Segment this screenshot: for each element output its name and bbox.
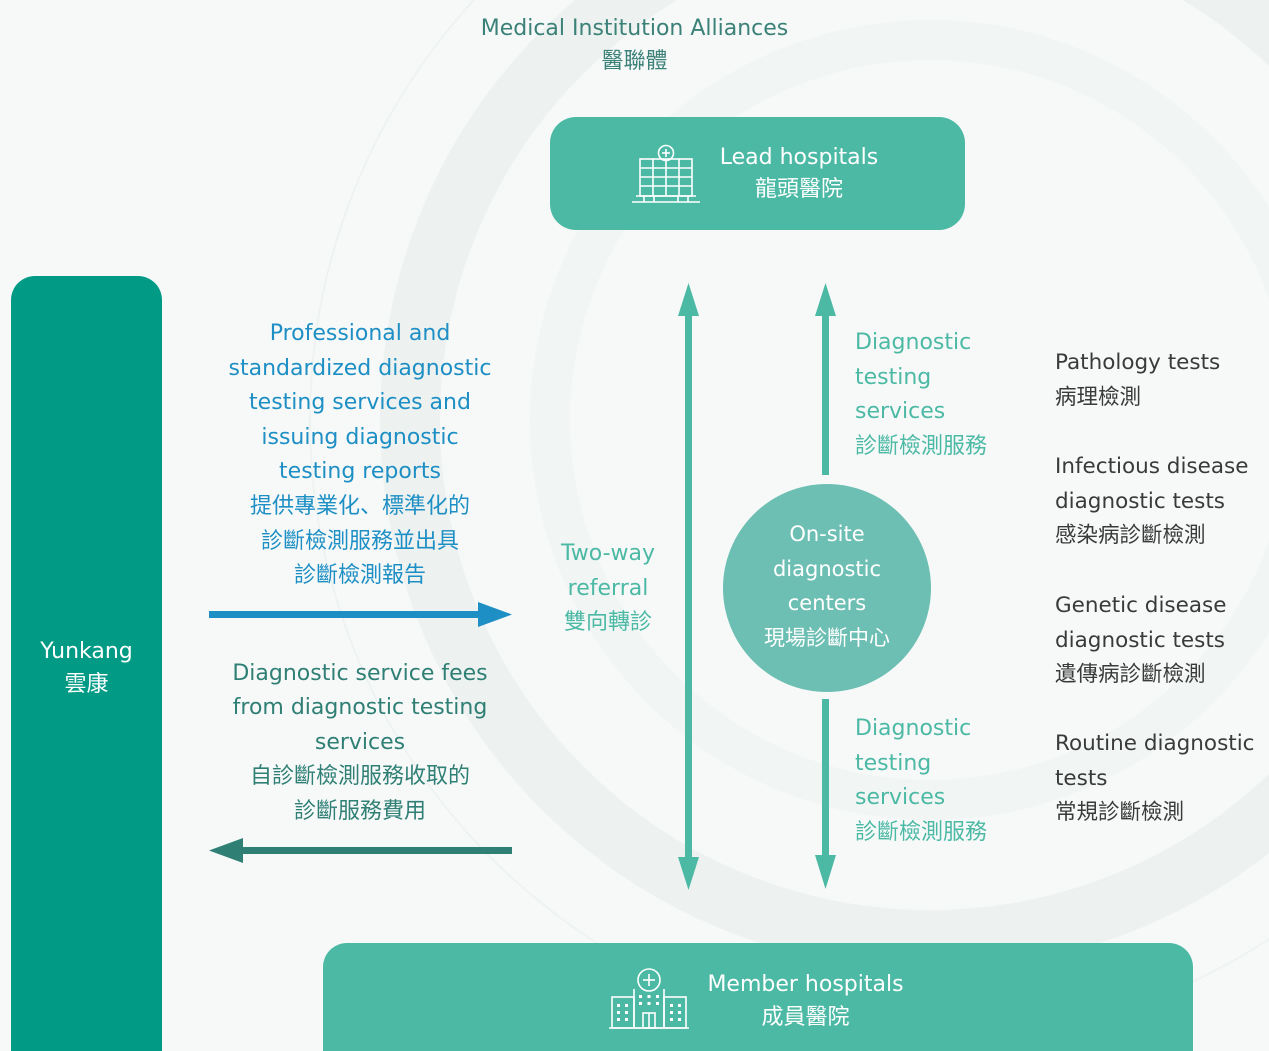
fees-arrow	[209, 838, 512, 863]
lower-service-arrow	[815, 699, 836, 889]
test-line: 遺傳病診斷檢測	[1055, 662, 1206, 687]
lead-hospitals-label-zh: 龍頭醫院	[754, 177, 843, 202]
test-line: 常規診斷檢測	[1055, 800, 1185, 825]
onsite-center-label: On-site diagnostic centers 現場診斷中心	[723, 517, 931, 655]
test-line: 感染病診斷檢測	[1055, 523, 1206, 548]
lead-hospitals-box: Lead hospitals 龍頭醫院	[550, 117, 965, 230]
test-item-routine: Routine diagnostic tests 常規診斷檢測	[1055, 727, 1269, 831]
lead-hospitals-label-en: Lead hospitals	[719, 145, 879, 170]
hospital-building-icon	[632, 144, 700, 203]
test-item-genetic: Genetic disease diagnostic tests 遺傳病診斷檢測	[1055, 589, 1269, 693]
lead-hospitals-label: Lead hospitals 龍頭醫院	[716, 142, 882, 206]
upper-services-label: Diagnostic testing services 診斷檢測服務	[855, 326, 1025, 464]
onsite-center-circle: On-site diagnostic centers 現場診斷中心	[723, 484, 931, 692]
services-line: standardized diagnostic	[228, 355, 492, 381]
test-line: Genetic disease	[1055, 593, 1227, 618]
member-hospitals-label-en: Member hospitals	[707, 972, 904, 997]
services-line: 診斷檢測報告	[293, 563, 426, 589]
referral-double-arrow	[678, 283, 699, 890]
lower-services-line: Diagnostic	[855, 716, 972, 741]
member-hospitals-label-zh: 成員醫院	[761, 1005, 850, 1030]
test-line: Pathology tests	[1055, 350, 1221, 375]
alliance-title-zh: 醫聯體	[601, 49, 668, 74]
onsite-line: diagnostic	[772, 556, 882, 581]
test-line: 病理檢測	[1055, 384, 1142, 410]
services-line: 診斷檢測服務並出具	[260, 528, 459, 554]
lower-services-line: testing	[855, 750, 932, 776]
member-hospitals-box: Member hospitals 成員醫院	[323, 943, 1193, 1051]
services-line: testing services and	[249, 390, 471, 416]
services-line: Professional and	[269, 321, 451, 346]
services-arrow	[209, 602, 512, 627]
member-hospitals-label: Member hospitals 成員醫院	[703, 968, 908, 1034]
yunkang-label-zh: 雲康	[64, 672, 109, 697]
fees-line: from diagnostic testing	[232, 695, 488, 721]
alliance-title-en: Medical Institution Alliances	[480, 16, 789, 41]
fees-flow-text: Diagnostic service fees from diagnostic …	[210, 657, 510, 829]
lower-services-line: 診斷檢測服務	[855, 819, 988, 845]
onsite-line: centers	[787, 591, 867, 615]
services-line: 提供專業化、標準化的	[249, 493, 470, 519]
upper-service-arrow	[815, 283, 836, 475]
upper-services-line: 診斷檢測服務	[855, 433, 988, 459]
onsite-line: On-site	[789, 522, 865, 546]
fees-line: 自診斷檢測服務收取的	[249, 764, 470, 790]
services-flow-text: Professional and standardized diagnostic…	[210, 317, 510, 594]
yunkang-bar: Yunkang 雲康	[11, 276, 162, 1051]
fees-line: 診斷服務費用	[293, 798, 426, 824]
lower-services-line: services	[855, 785, 946, 810]
alliance-title: Medical Institution Alliances 醫聯體	[0, 12, 1269, 78]
test-item-pathology: Pathology tests 病理檢測	[1055, 346, 1269, 415]
upper-services-line: testing	[855, 364, 932, 390]
test-line: tests	[1055, 765, 1108, 791]
services-line: issuing diagnostic	[261, 424, 459, 450]
test-item-infectious: Infectious disease diagnostic tests 感染病診…	[1055, 450, 1269, 554]
test-line: diagnostic tests	[1055, 627, 1225, 653]
hospital-clinic-icon	[609, 968, 689, 1029]
yunkang-label-en: Yunkang	[40, 639, 133, 664]
upper-services-line: Diagnostic	[855, 330, 972, 355]
referral-line: referral	[567, 575, 649, 601]
yunkang-label: Yunkang 雲康	[11, 635, 162, 701]
test-line: Routine diagnostic	[1055, 731, 1255, 756]
upper-services-line: services	[855, 399, 946, 424]
test-line: Infectious disease	[1055, 454, 1249, 479]
onsite-line: 現場診斷中心	[764, 625, 890, 650]
lower-services-label: Diagnostic testing services 診斷檢測服務	[855, 712, 1025, 850]
fees-line: services	[314, 729, 406, 755]
referral-line: 雙向轉診	[563, 610, 652, 635]
referral-label: Two-way referral 雙向轉診	[540, 537, 676, 641]
referral-line: Two-way	[560, 541, 656, 566]
test-line: diagnostic tests	[1055, 488, 1225, 514]
fees-line: Diagnostic service fees	[232, 661, 488, 686]
services-line: testing reports	[279, 459, 441, 485]
